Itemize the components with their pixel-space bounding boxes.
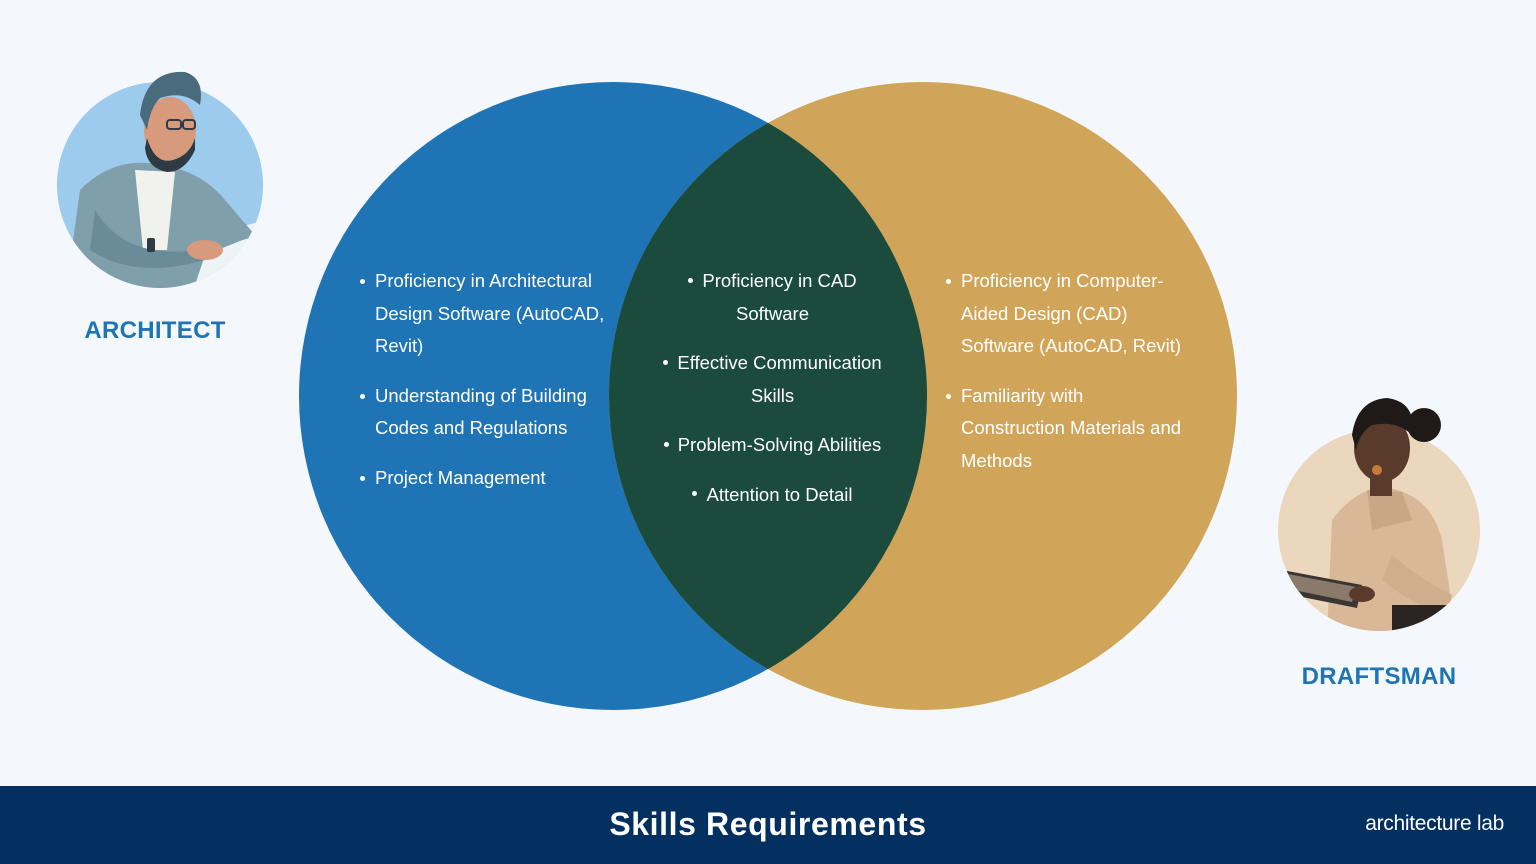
page-title: Skills Requirements bbox=[609, 806, 927, 842]
bullet-icon bbox=[663, 359, 669, 365]
footer-bar: Skills Requirements architecture lab bbox=[0, 786, 1536, 864]
list-item: Proficiency in Architectural Design Soft… bbox=[360, 265, 620, 363]
brand-logo: architecture lab bbox=[1365, 812, 1504, 836]
draftsman-skills-list: Proficiency in Computer-Aided Design (CA… bbox=[946, 265, 1186, 494]
architect-skills-list: Proficiency in Architectural Design Soft… bbox=[360, 265, 620, 511]
bullet-icon bbox=[663, 441, 669, 447]
brand-light: lab bbox=[1471, 812, 1504, 835]
bullet-icon bbox=[692, 491, 698, 497]
draftsman-label: DRAFTSMAN bbox=[1301, 663, 1457, 690]
architect-avatar-icon bbox=[57, 71, 263, 288]
list-item: Familiarity with Construction Materials … bbox=[946, 380, 1186, 478]
shared-skills-list: Proficiency in CAD Software Effective Co… bbox=[660, 265, 885, 528]
overlap-region bbox=[609, 82, 927, 710]
brand-bold: architecture bbox=[1365, 812, 1472, 835]
list-item: Understanding of Building Codes and Regu… bbox=[360, 380, 620, 445]
list-item: Project Management bbox=[360, 462, 620, 495]
bullet-icon bbox=[688, 277, 694, 283]
list-item: Attention to Detail bbox=[660, 479, 885, 512]
list-item: Effective Communication Skills bbox=[660, 347, 885, 412]
venn-diagram bbox=[299, 82, 1237, 710]
draftsman-avatar-icon bbox=[1278, 398, 1480, 631]
list-item: Proficiency in Computer-Aided Design (CA… bbox=[946, 265, 1186, 363]
architect-label: ARCHITECT bbox=[84, 317, 226, 344]
list-item: Proficiency in CAD Software bbox=[660, 265, 885, 330]
list-item: Problem-Solving Abilities bbox=[660, 429, 885, 462]
